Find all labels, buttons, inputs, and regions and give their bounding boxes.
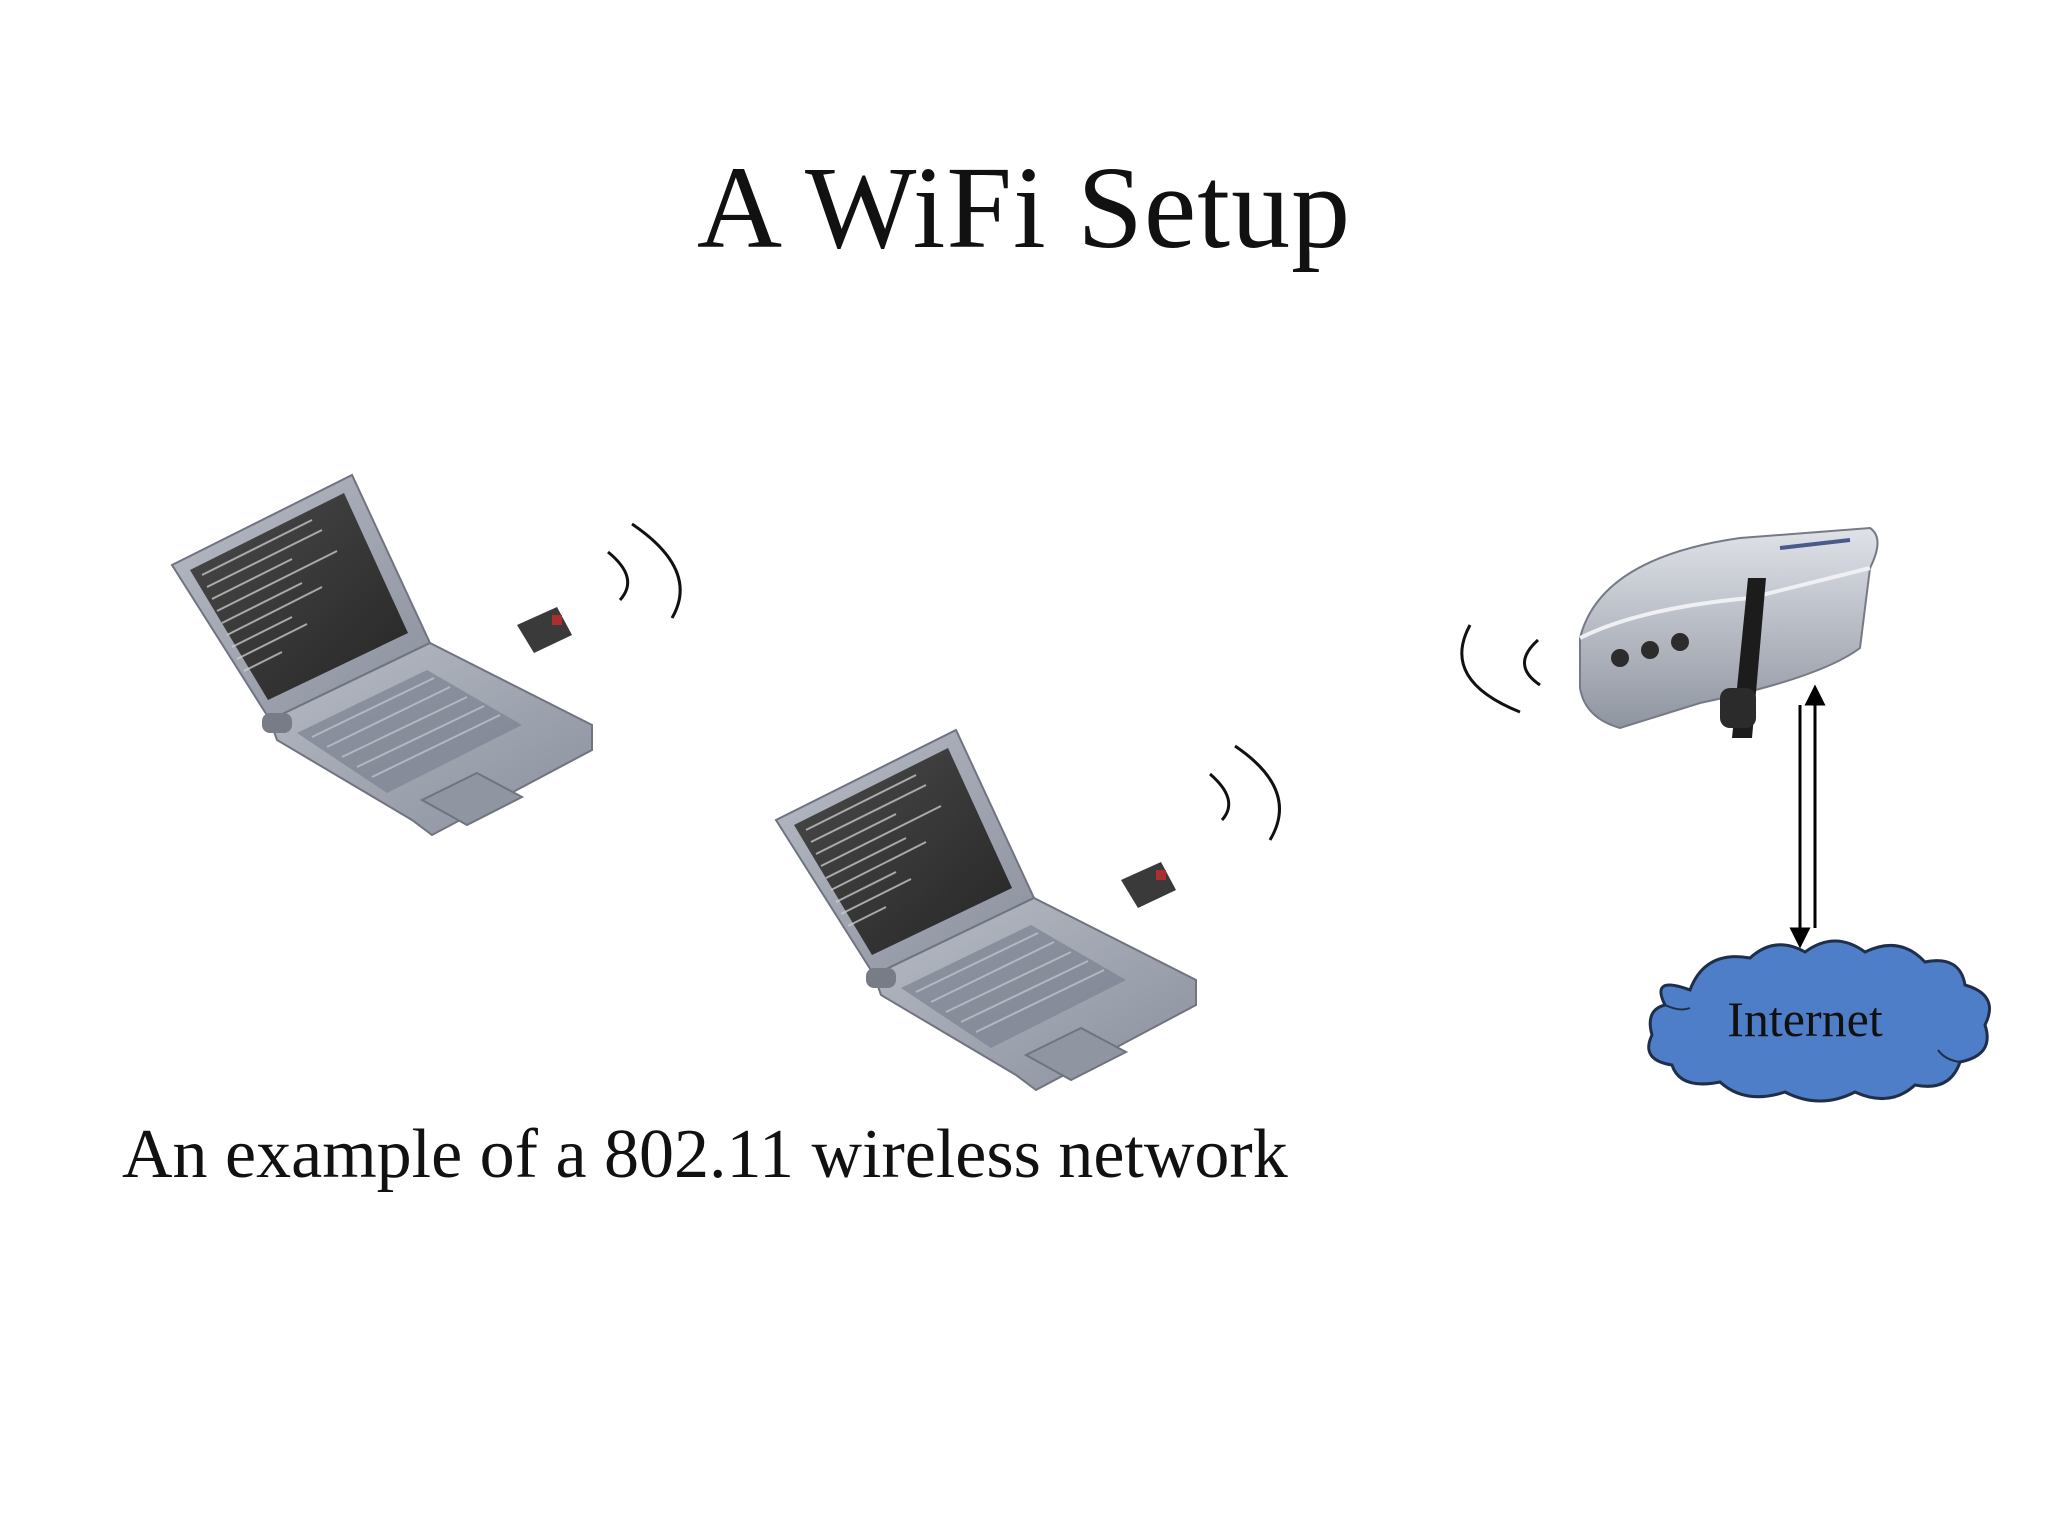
- wifi-signal-icon: [607, 522, 682, 619]
- cloud-shape: [1647, 939, 1991, 1103]
- laptop-icon: [775, 729, 1197, 1091]
- slide-title: A WiFi Setup: [696, 142, 1352, 273]
- bidirectional-arrow-icon: [1789, 684, 1826, 949]
- wireless-router-icon: [1579, 526, 1879, 738]
- slide-caption: An example of a 802.11 wireless network: [122, 1116, 1288, 1193]
- wifi-signal-icon: [1209, 744, 1281, 841]
- wifi-signal-icon: [1460, 624, 1541, 714]
- laptop-2: [775, 729, 1197, 1091]
- laptop-icon: [171, 474, 593, 836]
- laptop-1: [171, 474, 593, 836]
- internet-label: Internet: [1727, 991, 1883, 1047]
- internet-cloud: Internet: [1647, 939, 1991, 1103]
